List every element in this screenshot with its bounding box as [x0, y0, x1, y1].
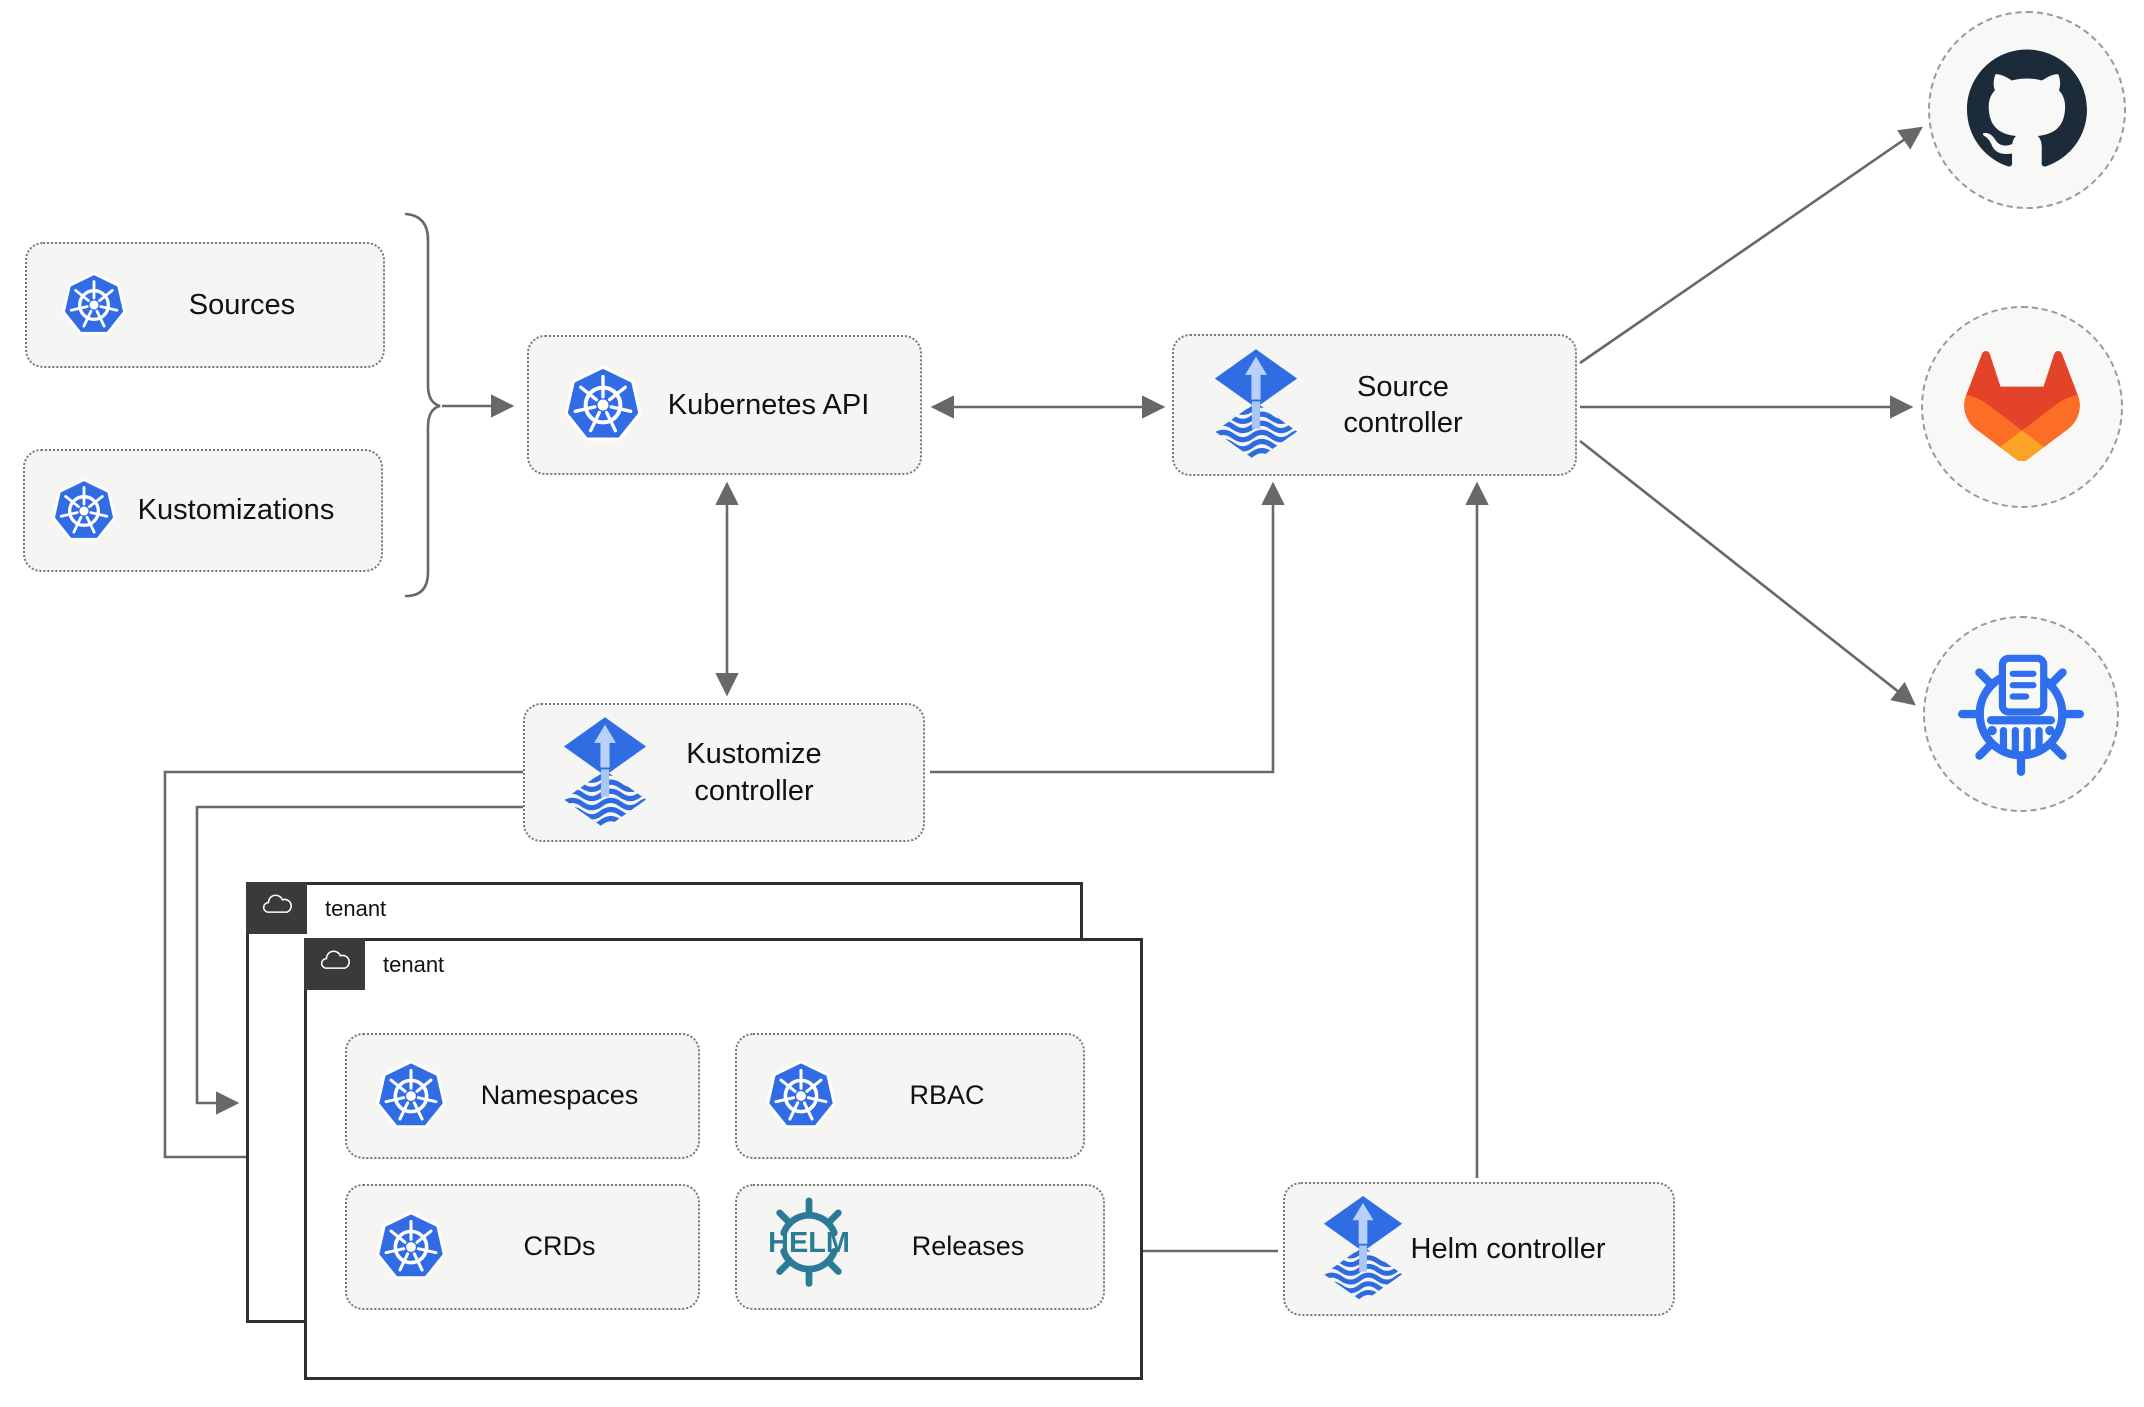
endpoint-github	[1928, 11, 2126, 209]
node-label: CRDs	[523, 1231, 596, 1262]
tenant-label: tenant	[325, 896, 387, 921]
flux-icon	[1323, 1194, 1403, 1304]
node-sources: Sources	[25, 242, 385, 368]
tenant-header	[246, 882, 307, 934]
endpoint-chart-museum	[1923, 616, 2119, 812]
cloud-icon	[259, 892, 295, 924]
node-crds: CRDs	[345, 1184, 700, 1310]
helm-wheel-icon: HELM	[759, 1197, 859, 1297]
node-releases: HELM Releases	[735, 1184, 1105, 1310]
kubernetes-icon	[375, 1060, 447, 1132]
endpoint-gitlab	[1921, 306, 2123, 508]
node-label: Helm controller	[1410, 1232, 1606, 1265]
node-rbac: RBAC	[735, 1033, 1085, 1159]
grouping-brace	[404, 212, 441, 598]
node-kubernetes-api: Kubernetes API	[527, 335, 922, 475]
arrow-kustomize-to-source	[930, 481, 1285, 774]
node-helm-controller: Helm controller	[1283, 1182, 1675, 1316]
tenant-header	[304, 938, 365, 990]
node-label: Kubernetes API	[667, 388, 870, 421]
tenant-label: tenant	[383, 952, 445, 977]
arrow-source-to-chartmuseum	[1579, 439, 1916, 706]
arrow-kustomize-to-tenant-front	[163, 770, 523, 1169]
node-label: Namespaces	[480, 1080, 639, 1111]
helm-wordmark: HELM	[768, 1227, 850, 1259]
kubernetes-icon	[765, 1060, 837, 1132]
node-label: Sources	[188, 288, 296, 321]
arrow-kustomize-to-tenant-back	[195, 805, 523, 1115]
kubernetes-icon	[51, 478, 117, 544]
arrow-source-to-github	[1579, 126, 1923, 365]
node-source-controller: Source controller	[1172, 334, 1577, 476]
chart-museum-icon	[1957, 648, 2085, 781]
flux-icon	[1214, 348, 1298, 462]
tenant-box-front: tenant	[304, 938, 1143, 1380]
node-label: Source controller	[1343, 370, 1463, 439]
node-kustomizations: Kustomizations	[23, 449, 383, 572]
github-octocat-icon	[1967, 48, 2087, 173]
flux-icon	[563, 716, 647, 830]
kubernetes-icon	[563, 365, 643, 445]
node-label: Kustomizations	[137, 494, 335, 527]
node-kustomize-controller: Kustomize controller	[523, 703, 925, 842]
node-label: RBAC	[909, 1080, 985, 1111]
kubernetes-icon	[375, 1211, 447, 1283]
node-label: Releases	[911, 1231, 1025, 1262]
node-label: Kustomize controller	[686, 738, 822, 807]
gitlab-tanuki-icon	[1963, 349, 2081, 466]
kubernetes-icon	[61, 272, 127, 338]
node-namespaces: Namespaces	[345, 1033, 700, 1159]
cloud-icon	[317, 948, 353, 980]
